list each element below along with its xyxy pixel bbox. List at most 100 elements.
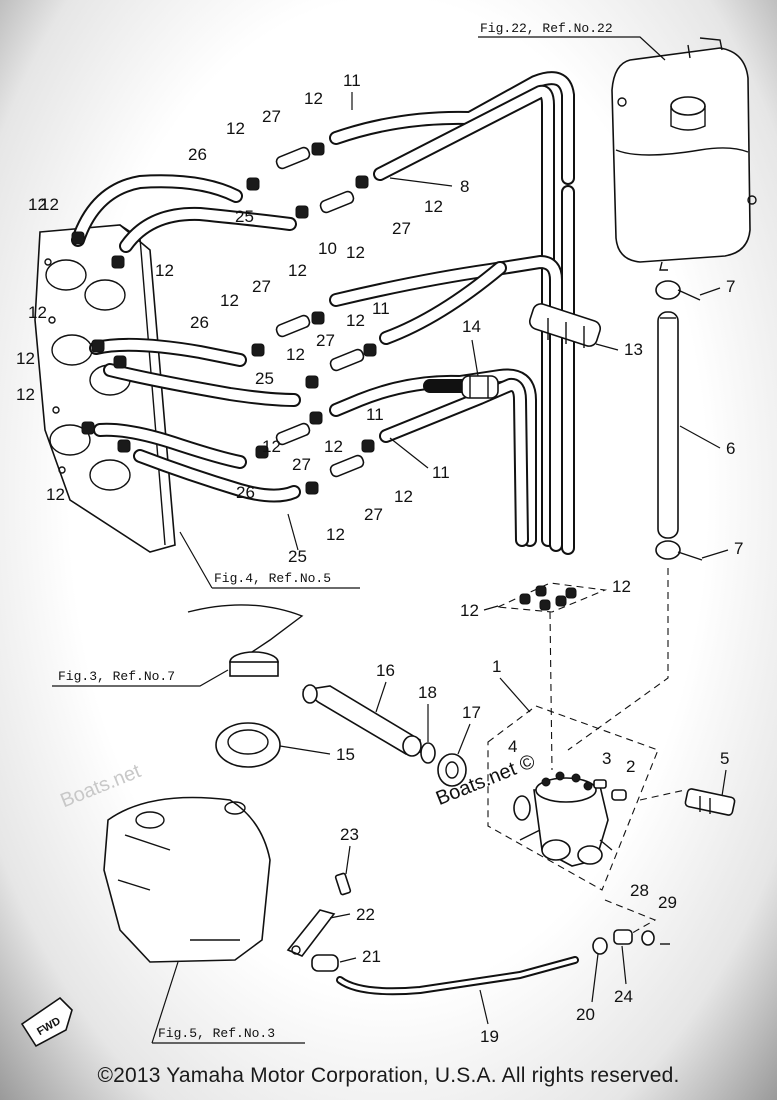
oil-pump [513, 771, 613, 867]
callout-12: 12 [460, 601, 479, 620]
callout-28: 28 [630, 881, 649, 900]
callout-26: 26 [190, 313, 209, 332]
callout-22: 22 [356, 905, 375, 924]
callout-12: 12 [226, 119, 245, 138]
watermark-faint: Boats.net [57, 760, 144, 812]
callout-23: 23 [340, 825, 359, 844]
callout-7: 7 [726, 277, 735, 296]
dashed-guide-lines [487, 568, 686, 941]
callout-24: 24 [614, 987, 633, 1006]
callout-27: 27 [252, 277, 271, 296]
callout-11: 11 [366, 405, 384, 424]
watermarks: Boats.net © Boats.net [57, 750, 538, 812]
oil-tank [611, 37, 757, 271]
callout-13: 13 [624, 340, 643, 359]
callout-7: 7 [734, 539, 743, 558]
callout-12: 12 [28, 195, 47, 214]
link-joint-21 [311, 954, 339, 972]
fig5-reference-label: Fig.5, Ref.No.3 [158, 1026, 275, 1041]
rod-end-parts [592, 929, 670, 955]
callout-12: 12 [220, 291, 239, 310]
callout-20: 20 [576, 1005, 595, 1024]
callout-12: 12 [304, 89, 323, 108]
hose-holder-14 [461, 375, 499, 399]
callout-3: 3 [602, 749, 611, 768]
callout-12: 12 [394, 487, 413, 506]
callout-12: 12 [16, 349, 35, 368]
fig22-reference-label: Fig.22, Ref.No.22 [480, 21, 613, 36]
callout-12: 12 [16, 385, 35, 404]
callout-2: 2 [626, 757, 635, 776]
callout-27: 27 [292, 455, 311, 474]
callout-21: 21 [362, 947, 381, 966]
pump-small-parts [593, 779, 736, 816]
callout-19: 19 [480, 1027, 499, 1046]
callout-17: 17 [462, 703, 481, 722]
callout-26: 26 [188, 145, 207, 164]
callout-12: 12 [155, 261, 174, 280]
fwd-arrow: FWD [20, 996, 73, 1048]
callout-10: 10 [318, 239, 337, 258]
callout-12: 12 [324, 437, 343, 456]
callout-27: 27 [392, 219, 411, 238]
hose-holder-13 [528, 303, 602, 348]
callout-27: 27 [364, 505, 383, 524]
driven-gear [437, 753, 467, 787]
callout-27: 27 [262, 107, 281, 126]
callout-8: 8 [460, 177, 469, 196]
fig3-flange [187, 604, 304, 677]
fig22-reference: Fig.22, Ref.No.22 [478, 21, 666, 61]
fuel-system-exploded-diagram: Fig.22, Ref.No.22 Fig.4, Ref.No.5 [16, 21, 757, 1048]
callout-25: 25 [235, 207, 254, 226]
pump-link-rod [336, 956, 579, 996]
callout-12: 12 [286, 345, 305, 364]
callout-12: 12 [612, 577, 631, 596]
crankcase-housing [103, 796, 271, 963]
callout-12: 12 [46, 485, 65, 504]
callout-12: 12 [346, 311, 365, 330]
callout-4: 4 [508, 737, 517, 756]
callout-12: 12 [326, 525, 345, 544]
upper-hose-group [71, 71, 575, 555]
callout-10: 11 [372, 299, 390, 318]
callout-12: 12 [28, 303, 47, 322]
callout-25: 25 [288, 547, 307, 566]
pump-clip-set [495, 582, 608, 613]
callout-26: 26 [236, 483, 255, 502]
oil-hose-6 [657, 311, 679, 539]
callout-11: 11 [432, 463, 450, 482]
washer [420, 742, 436, 764]
callout-27: 27 [316, 331, 335, 350]
copyright-notice: ©2013 Yamaha Motor Corporation, U.S.A. A… [97, 1064, 680, 1087]
callout-5: 5 [720, 749, 729, 768]
hose-clips-7 [655, 280, 703, 561]
link-pin-23 [334, 872, 352, 896]
callout-9: 11 [343, 71, 361, 90]
callout-29: 29 [658, 893, 677, 912]
callout-16: 16 [376, 661, 395, 680]
fig5-reference: Fig.5, Ref.No.3 [151, 961, 305, 1044]
oil-seal [215, 722, 281, 768]
hose-clips [71, 142, 377, 495]
hose-joints [275, 146, 365, 478]
callout-12: 12 [346, 243, 365, 262]
fig4-reference-label: Fig.4, Ref.No.5 [214, 571, 331, 586]
fig3-reference: Fig.3, Ref.No.7 [52, 669, 229, 687]
callout-12: 12 [424, 197, 443, 216]
middle-hose-group [89, 255, 563, 552]
callout-12: 12 [40, 195, 59, 214]
callout-15: 15 [336, 745, 355, 764]
callout-labels: 11 12 27 12 26 8 12 27 25 12 12 12 10 12… [16, 71, 743, 1046]
callout-12: 12 [262, 437, 281, 456]
callout-6: 6 [726, 439, 735, 458]
callout-12: 12 [288, 261, 307, 280]
fig3-reference-label: Fig.3, Ref.No.7 [58, 669, 175, 684]
drive-shaft [302, 684, 422, 757]
callout-25: 25 [255, 369, 274, 388]
link-lever-22 [286, 909, 336, 957]
callout-14: 14 [462, 317, 481, 336]
callout-1: 1 [492, 657, 501, 676]
callout-18: 18 [418, 683, 437, 702]
fig4-reference: Fig.4, Ref.No.5 [179, 531, 360, 589]
